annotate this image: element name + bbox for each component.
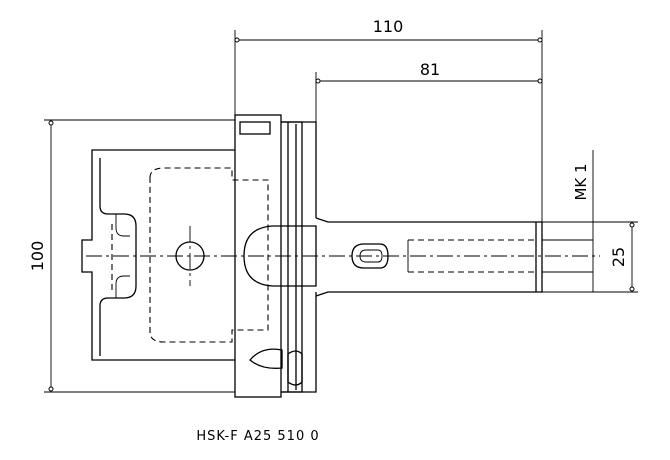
taper-callout: MK 1	[572, 150, 594, 292]
taper-label: MK 1	[572, 163, 590, 200]
dim-label-shank-diameter: 25	[609, 247, 628, 267]
dim-label-overall-length: 110	[373, 17, 404, 36]
dim-label-shank-length: 81	[420, 60, 440, 79]
tool-shank	[315, 217, 593, 297]
dim-shank-diameter: 25	[542, 221, 638, 293]
dim-body-diameter: 100	[28, 119, 235, 393]
dim-shank-length: 81	[315, 60, 543, 292]
drawing-caption: HSK-F A25 510 0	[196, 429, 319, 444]
dim-overall-length: 110	[234, 17, 543, 120]
dim-label-body-diameter: 100	[28, 241, 47, 272]
